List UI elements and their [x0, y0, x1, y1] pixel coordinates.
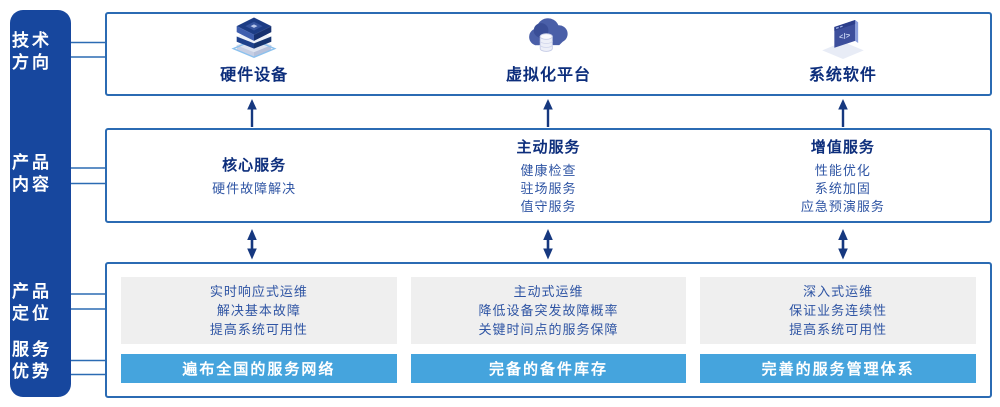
- category-rail: [10, 10, 71, 397]
- advantage-banner: 完善的服务管理体系: [700, 353, 977, 383]
- service-item: 性能优化: [814, 162, 871, 178]
- code-window-icon: </>: [822, 20, 864, 59]
- positioning-line: 提高系统可用性: [789, 321, 888, 337]
- rail-connector-lines: [71, 41, 105, 376]
- rail-label-line: 技术: [12, 31, 52, 50]
- rail-label-line: 产品: [12, 282, 52, 301]
- tech-item-label: 系统软件: [808, 67, 877, 84]
- svg-text:</>: </>: [838, 31, 851, 42]
- tech-item-label: 虚拟化平台: [505, 67, 591, 84]
- positioning-card: 深入式运维 保证业务连续性 提高系统可用性: [700, 277, 977, 344]
- rail-label-line: 方向: [12, 53, 52, 72]
- positioning-card: 主动式运维 降低设备突发故障概率 关键时间点的服务保障: [410, 277, 687, 344]
- positioning-col-realtime: 实时响应式运维 解决基本故障 提高系统可用性 遍布全国的服务网络: [121, 277, 397, 383]
- positioning-line: 主动式运维: [513, 283, 584, 299]
- rail-label-product-positioning: 产品 定位: [0, 281, 61, 325]
- positioning-card: 实时响应式运维 解决基本故障 提高系统可用性: [121, 277, 397, 344]
- service-col-core: 核心服务 硬件故障解决: [107, 130, 401, 221]
- advantage-banner: 遍布全国的服务网络: [121, 353, 397, 383]
- service-item: 健康检查: [520, 162, 577, 178]
- service-title: 核心服务: [222, 156, 287, 174]
- positioning-panel: 实时响应式运维 解决基本故障 提高系统可用性 遍布全国的服务网络 主动式运维 降…: [105, 262, 992, 398]
- advantage-banner: 完备的备件库存: [410, 353, 687, 383]
- positioning-line: 解决基本故障: [216, 302, 301, 318]
- service-title: 主动服务: [516, 138, 581, 156]
- up-arrows: [247, 99, 848, 127]
- rail-label-service-advantage: 服务 优势: [0, 339, 61, 383]
- positioning-line: 深入式运维: [803, 283, 874, 299]
- rail-label-product-content: 产品 内容: [0, 152, 61, 196]
- service-col-value-added: 增值服务 性能优化 系统加固 应急预演服务: [696, 130, 990, 221]
- rail-label-line: 服务: [12, 340, 52, 359]
- service-item: 值守服务: [520, 198, 577, 214]
- rail-label-tech-direction: 技术 方向: [0, 30, 61, 74]
- double-arrows: [247, 229, 848, 260]
- tech-item-system-software: </> 系统软件: [696, 14, 990, 94]
- tech-item-hardware: 硬件设备: [107, 14, 401, 94]
- service-item: 应急预演服务: [800, 198, 885, 214]
- server-stack-icon: [231, 17, 277, 59]
- positioning-line: 提高系统可用性: [209, 321, 308, 337]
- positioning-line: 保证业务连续性: [789, 302, 888, 318]
- service-item: 系统加固: [814, 180, 871, 196]
- rail-label-line: 产品: [12, 153, 52, 172]
- cloud-database-icon: [529, 18, 569, 52]
- positioning-col-proactive: 主动式运维 降低设备突发故障概率 关键时间点的服务保障 完备的备件库存: [410, 277, 687, 383]
- positioning-line: 实时响应式运维: [209, 283, 308, 299]
- service-title: 增值服务: [810, 138, 875, 156]
- positioning-line: 降低设备突发故障概率: [478, 302, 619, 318]
- tech-item-virtualization: 虚拟化平台: [401, 14, 695, 94]
- tech-item-label: 硬件设备: [220, 67, 289, 84]
- tech-direction-panel: 硬件设备 虚拟化平台: [105, 12, 992, 96]
- service-item: 驻场服务: [520, 180, 577, 196]
- rail-label-line: 优势: [12, 362, 52, 381]
- rail-label-line: 定位: [12, 304, 52, 323]
- positioning-line: 关键时间点的服务保障: [478, 321, 619, 337]
- service-item: 硬件故障解决: [212, 180, 297, 196]
- service-col-proactive: 主动服务 健康检查 驻场服务 值守服务: [401, 130, 695, 221]
- positioning-col-indepth: 深入式运维 保证业务连续性 提高系统可用性 完善的服务管理体系: [700, 277, 977, 383]
- rail-label-line: 内容: [12, 175, 52, 194]
- product-content-panel: 核心服务 硬件故障解决 主动服务 健康检查 驻场服务 值守服务 增值服务 性能优…: [105, 128, 992, 223]
